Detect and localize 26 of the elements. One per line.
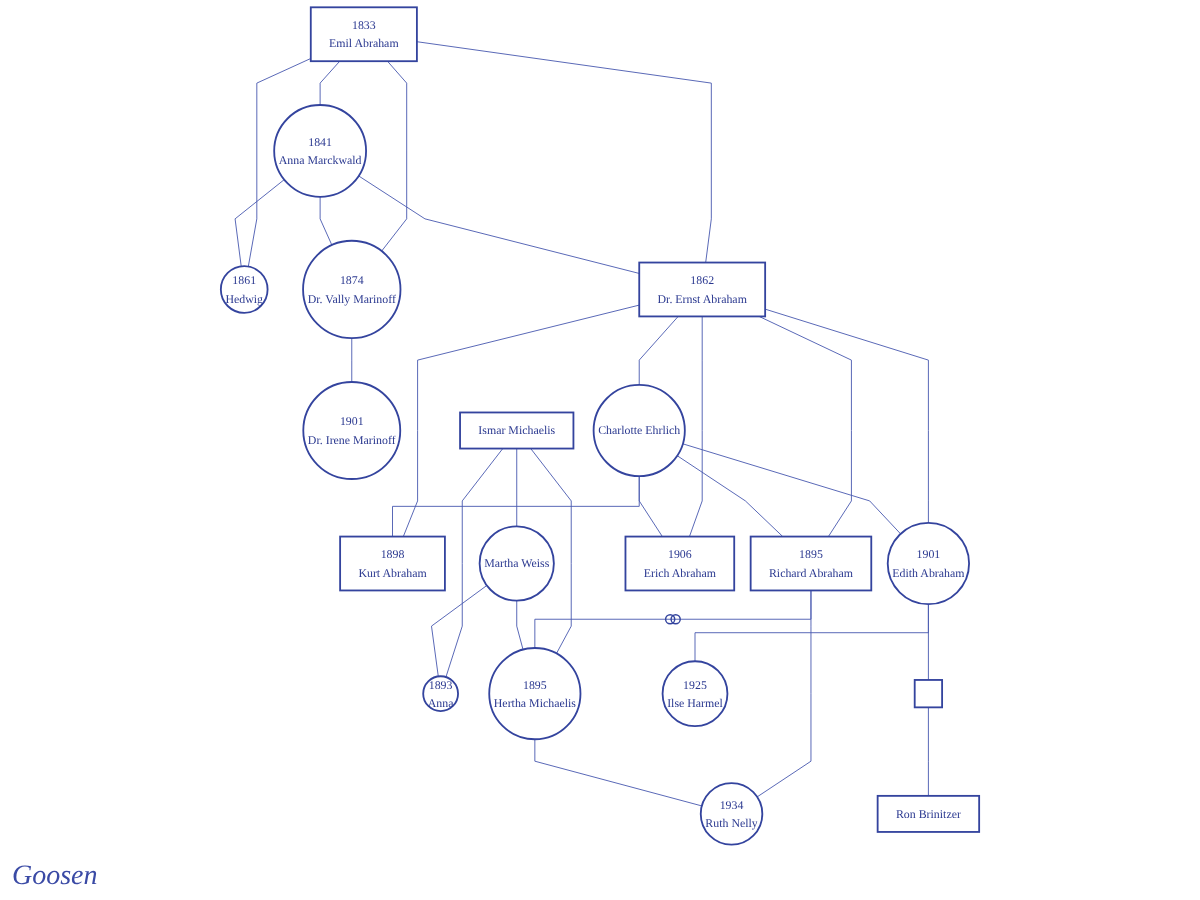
family-line bbox=[758, 315, 852, 538]
family-line bbox=[402, 304, 640, 538]
family-line bbox=[445, 448, 504, 678]
family-line bbox=[676, 455, 784, 538]
family-line bbox=[319, 60, 341, 106]
family-line bbox=[351, 337, 353, 383]
family-line bbox=[431, 585, 488, 677]
family-line bbox=[516, 448, 518, 527]
family-line bbox=[694, 603, 929, 662]
family-line bbox=[638, 475, 663, 538]
family-line bbox=[516, 600, 524, 651]
family-line bbox=[682, 443, 902, 535]
family-line bbox=[247, 58, 312, 267]
family-line bbox=[381, 60, 408, 252]
family-line bbox=[638, 315, 679, 386]
family-line bbox=[319, 196, 333, 246]
family-line bbox=[689, 315, 703, 538]
family-line bbox=[358, 175, 640, 274]
family-line bbox=[416, 41, 712, 263]
signature: Goosen bbox=[12, 862, 98, 892]
family-line bbox=[530, 448, 572, 654]
person-square bbox=[913, 679, 943, 709]
family-line bbox=[756, 590, 812, 798]
family-line bbox=[534, 738, 703, 807]
family-line bbox=[234, 179, 285, 267]
family-line bbox=[764, 308, 929, 524]
